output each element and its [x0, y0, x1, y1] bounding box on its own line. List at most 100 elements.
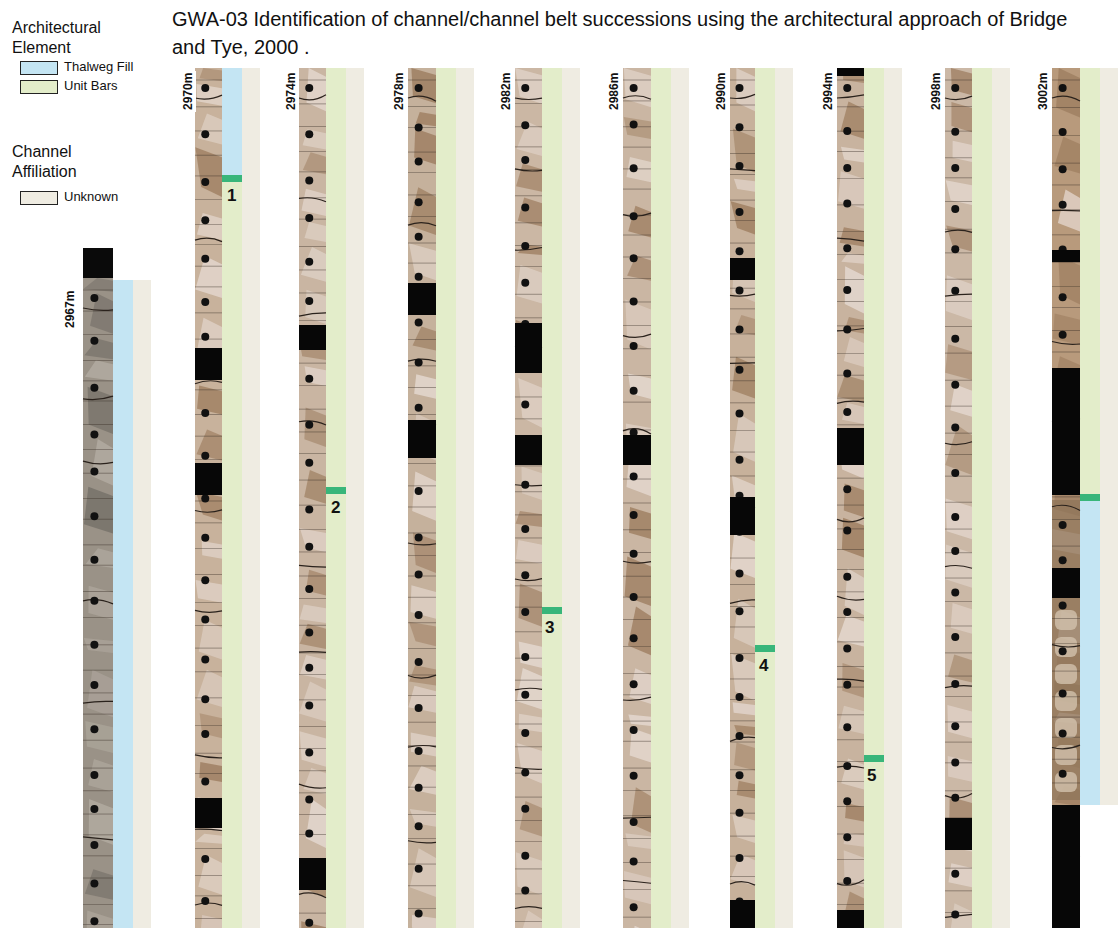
core-break [623, 235, 651, 236]
plug-hole [1059, 84, 1067, 92]
core-texture [841, 758, 864, 789]
core-break [408, 722, 436, 723]
plug-hole [951, 547, 959, 555]
plug-hole [630, 254, 638, 262]
core-break [515, 317, 542, 318]
core-crack [195, 510, 222, 512]
core-break [730, 357, 755, 358]
core-crack [408, 223, 436, 226]
core-texture [304, 408, 326, 448]
core-texture [624, 68, 651, 107]
core-break [945, 502, 972, 503]
core-break [1052, 618, 1080, 619]
core-texture [408, 686, 436, 713]
core-gap [730, 900, 755, 928]
core-break [515, 294, 542, 295]
core-texture [305, 366, 326, 386]
plug-hole [415, 658, 423, 666]
core-crack [623, 96, 651, 99]
element-strip [222, 68, 242, 178]
core-texture [731, 654, 755, 701]
core-texture [196, 430, 222, 461]
core-photo [1052, 68, 1080, 928]
core-break [730, 720, 755, 721]
callout-number: 3 [545, 618, 554, 638]
core-break [730, 220, 755, 221]
core-break [515, 195, 542, 196]
plug-hole [415, 865, 423, 873]
core-crack [299, 95, 326, 100]
core-break [299, 575, 326, 576]
core-break [408, 365, 436, 366]
core-column [83, 248, 151, 928]
core-texture [198, 114, 222, 145]
core-break [515, 465, 542, 466]
core-texture [409, 665, 436, 685]
core-break [623, 80, 651, 81]
core-break [623, 576, 651, 577]
plug-hole [305, 130, 313, 138]
core-crack [837, 238, 864, 241]
core-texture [516, 163, 542, 191]
core-break [195, 80, 222, 81]
plug-hole [630, 212, 638, 220]
plug-hole [951, 722, 959, 730]
core-crack [515, 579, 542, 581]
core-break [515, 868, 542, 869]
core-break [1052, 209, 1080, 210]
plug-hole [951, 469, 959, 477]
core-break [195, 106, 222, 107]
plug-hole [736, 456, 744, 464]
core-texture [520, 801, 542, 837]
core-break [1052, 163, 1080, 164]
boundary-marker [755, 645, 775, 652]
plug-hole [305, 795, 313, 803]
core-break [299, 320, 326, 321]
core-break [623, 479, 651, 480]
core-break [83, 544, 113, 545]
core-crack [730, 362, 755, 364]
core-break [623, 278, 651, 279]
core-break [945, 201, 972, 202]
plug-hole [521, 886, 529, 894]
core-break [730, 333, 755, 334]
core-break [837, 178, 864, 179]
depth-label: 2982m [500, 71, 514, 112]
core-break [623, 768, 651, 769]
core-break [837, 505, 864, 506]
core-break [945, 721, 972, 722]
legend-text: Thalweg Fill [64, 60, 133, 75]
legend-swatch [20, 61, 58, 75]
core-crack [945, 294, 972, 296]
core-crack [408, 543, 436, 545]
core-break [195, 389, 222, 390]
plug-hole [736, 732, 744, 740]
core-texture [947, 705, 972, 738]
core-break [945, 676, 972, 677]
core-crack [1052, 341, 1080, 344]
core-gap [1052, 805, 1080, 928]
plug-hole [843, 833, 851, 841]
core-break [299, 726, 326, 727]
plug-hole [305, 702, 313, 710]
plug-hole [201, 695, 209, 703]
plug-hole [415, 233, 423, 241]
core-column [299, 68, 364, 928]
core-break [195, 244, 222, 245]
plug-hole [736, 570, 744, 578]
core-fragment [1055, 718, 1077, 738]
plug-hole [415, 404, 423, 412]
core-break [515, 746, 542, 747]
core-gap [837, 428, 864, 465]
core-break [83, 380, 113, 381]
legend-heading: Architectural Element [12, 18, 124, 58]
core-break [299, 269, 326, 270]
core-break [1052, 519, 1080, 520]
affiliation-strip [1100, 68, 1118, 805]
plug-hole [305, 664, 313, 672]
core-break [195, 522, 222, 523]
core-texture [301, 247, 326, 282]
core-texture [299, 681, 326, 721]
plug-hole [951, 633, 959, 641]
plug-hole [305, 506, 313, 514]
